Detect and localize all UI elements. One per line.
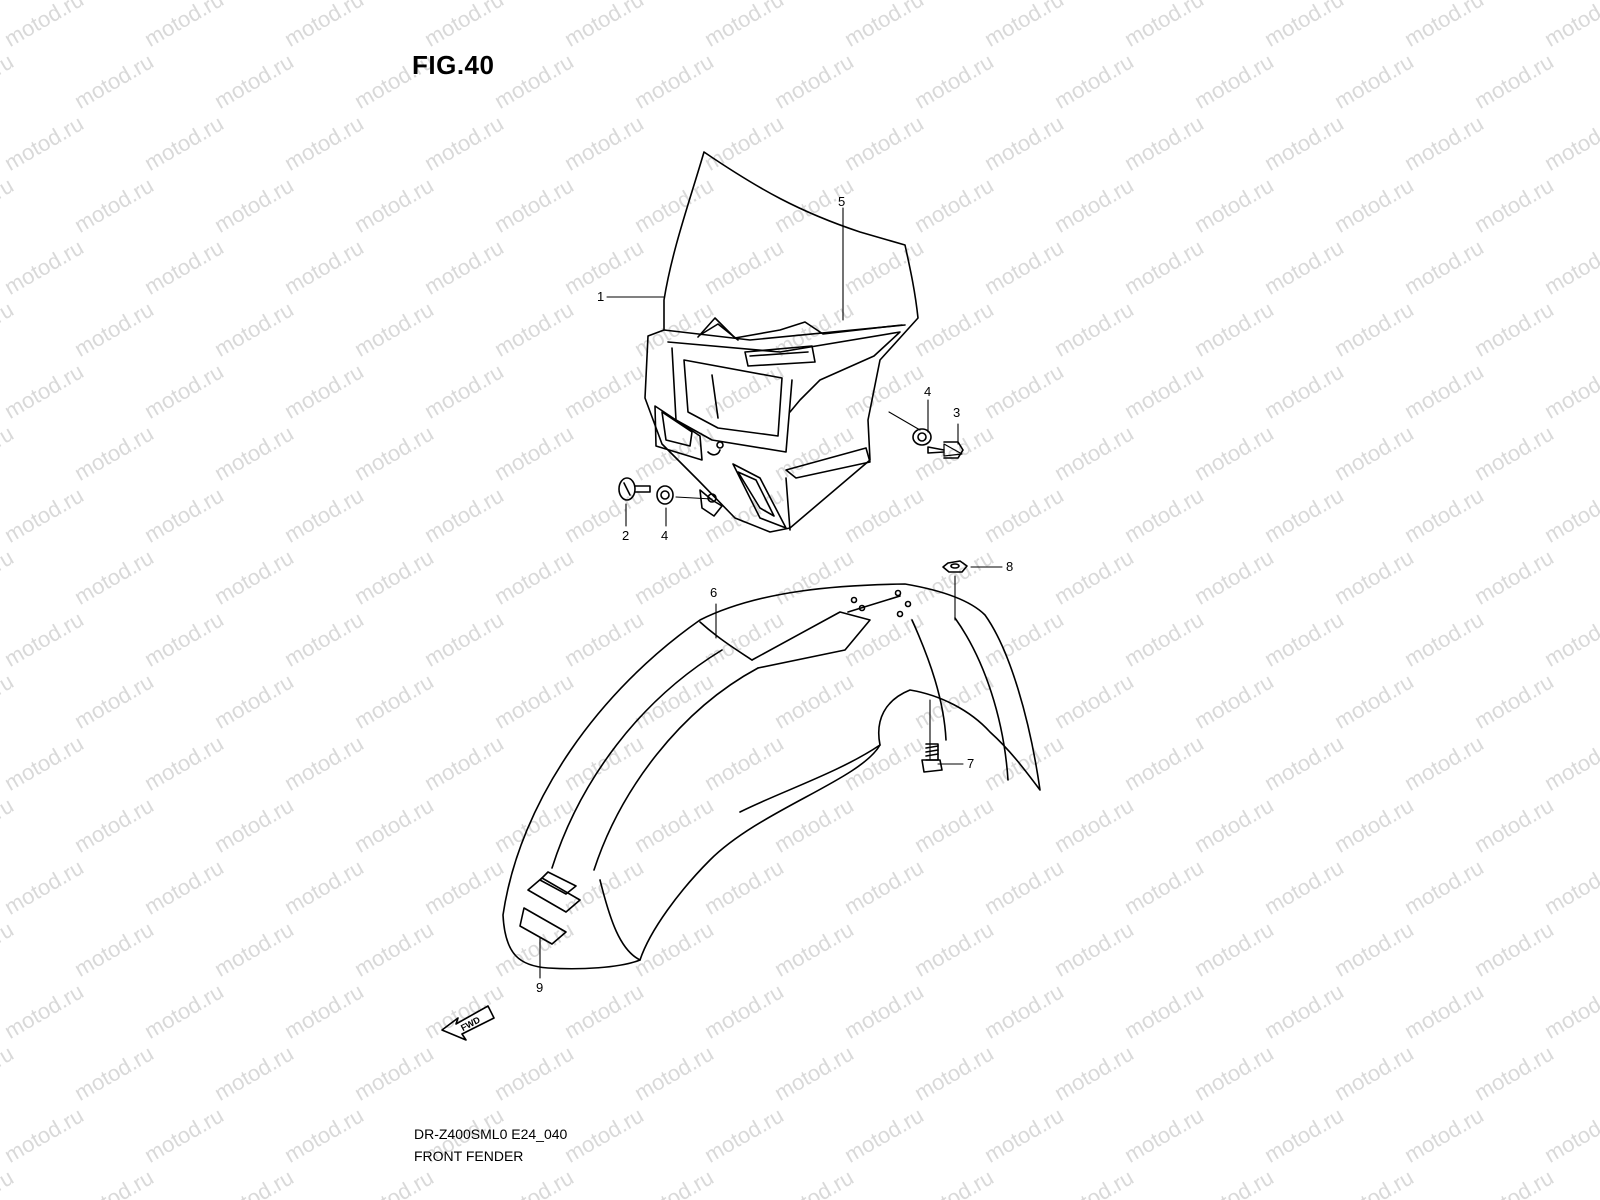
leader-lines: [539, 207, 1003, 979]
callout-labels: 1 2 3 4 4 5 6 7 8 9 FWD: [459, 194, 1013, 1033]
callout-7: 7: [967, 756, 974, 771]
callout-4-left: 4: [661, 528, 668, 543]
washer-4-left: [656, 485, 674, 505]
figure-title: FIG.40: [412, 50, 495, 80]
callout-8: 8: [1006, 559, 1013, 574]
callout-2: 2: [622, 528, 629, 543]
model-code: DR-Z400SML0 E24_040: [414, 1126, 568, 1142]
fastener-bolt-3: [927, 441, 964, 459]
figure-name: FRONT FENDER: [414, 1148, 524, 1164]
callout-6: 6: [710, 585, 717, 600]
callout-1: 1: [597, 289, 604, 304]
callout-3: 3: [953, 405, 960, 420]
callout-9: 9: [536, 980, 543, 995]
washer-4-right: [912, 428, 932, 446]
headlight-cowl: [644, 151, 919, 533]
callout-5: 5: [838, 194, 845, 209]
callout-4-right: 4: [924, 384, 931, 399]
fastener-bolt-2: [618, 477, 651, 501]
suzuki-emblem: [519, 871, 581, 945]
bolt-7: [921, 743, 943, 773]
fwd-arrow: [441, 1005, 495, 1041]
nut-8: [942, 560, 968, 573]
front-fender: [502, 583, 1041, 970]
